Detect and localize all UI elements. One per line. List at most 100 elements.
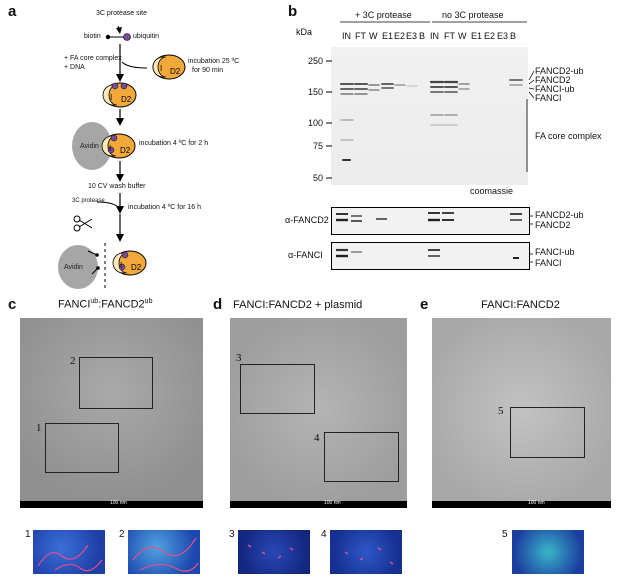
add-dna-label: + DNA bbox=[64, 64, 85, 71]
panel-letter-b: b bbox=[288, 3, 298, 20]
avidin-bead-1 bbox=[72, 122, 112, 170]
blot1-label: α-FANCD2 bbox=[285, 215, 329, 225]
inset-label-3: 3 bbox=[229, 529, 235, 540]
roi-label-2: 2 bbox=[70, 355, 76, 367]
em-image-e bbox=[432, 318, 611, 501]
lane-label: FT bbox=[444, 31, 455, 41]
lane-label: FT bbox=[355, 31, 366, 41]
label-fanci-ub: FANCI-ub bbox=[535, 84, 575, 94]
blot2-label: α-FANCI bbox=[288, 250, 323, 260]
lane-label: IN bbox=[342, 31, 351, 41]
bound-complex-icon bbox=[101, 133, 136, 159]
roi-box-d3 bbox=[240, 364, 315, 414]
marker-150: 150 bbox=[308, 87, 324, 97]
marker-50: 50 bbox=[313, 173, 324, 183]
marker-250: 250 bbox=[308, 56, 324, 66]
biotin-dot bbox=[105, 34, 111, 40]
step1-label-2: for 90 min bbox=[192, 67, 224, 74]
label-fancd2-ub: FANCD2-ub bbox=[535, 66, 584, 76]
panel-e-title: FANCI:FANCD2 bbox=[481, 299, 560, 311]
add-core-label: + FA core complex bbox=[64, 55, 122, 62]
protease-label: 3C protease bbox=[72, 198, 105, 204]
marker-75: 75 bbox=[313, 141, 324, 151]
inset-label-5: 5 bbox=[502, 529, 508, 540]
lane-label: E3 bbox=[497, 31, 509, 41]
inset-4 bbox=[330, 530, 402, 574]
roi-box-c2 bbox=[79, 357, 153, 409]
ubiquitinated-complex-icon bbox=[102, 82, 137, 108]
svg-text:D2: D2 bbox=[131, 263, 142, 272]
group-plus-3c: + 3C protease bbox=[355, 10, 412, 20]
wash-label: 10 CV wash buffer bbox=[88, 183, 146, 190]
svg-text:D2: D2 bbox=[170, 67, 181, 76]
panel-letter-d: d bbox=[213, 296, 223, 313]
step2-label: incubation 4 ºC for 2 h bbox=[139, 140, 209, 147]
panel-letter-a: a bbox=[8, 3, 17, 20]
stain-label: coomassie bbox=[470, 186, 514, 196]
lane-label: E3 bbox=[406, 31, 418, 41]
scale-label-e: 100 nm bbox=[528, 500, 545, 506]
step3-label: incubation 4 ºC for 16 h bbox=[128, 204, 201, 211]
kda-label: kDa bbox=[296, 27, 313, 37]
inset-3 bbox=[238, 530, 310, 574]
step1-label-1: incubation 25 ºC bbox=[188, 58, 240, 65]
lane-label: E1 bbox=[382, 31, 394, 41]
svg-text:I: I bbox=[109, 144, 111, 153]
blot2-fanci-ub: FANCI-ub bbox=[535, 247, 575, 257]
svg-text:D2: D2 bbox=[121, 95, 132, 104]
label-fa-core: FA core complex bbox=[535, 131, 602, 141]
roi-box-e5 bbox=[510, 407, 585, 458]
lane-label: W bbox=[458, 31, 467, 41]
roi-label-1: 1 bbox=[36, 422, 42, 434]
lane-label: E1 bbox=[471, 31, 483, 41]
group-no-3c: no 3C protease bbox=[442, 10, 504, 20]
roi-label-4: 4 bbox=[314, 432, 320, 444]
coomassie-gel bbox=[331, 47, 528, 185]
protease-site-label: 3C protease site bbox=[96, 10, 147, 17]
roi-label-3: 3 bbox=[236, 352, 242, 364]
scissors-icon bbox=[73, 215, 93, 232]
scale-label-d: 100 nm bbox=[324, 500, 341, 506]
blot2-fanci: FANCI bbox=[535, 258, 562, 268]
biotin-label: biotin bbox=[84, 33, 101, 40]
panel-letter-c: c bbox=[8, 296, 17, 313]
roi-box-d4 bbox=[324, 432, 399, 482]
avidin-bead-2 bbox=[58, 245, 98, 289]
lane-label: B bbox=[419, 31, 426, 41]
lane-label: B bbox=[510, 31, 517, 41]
lane-label: E2 bbox=[394, 31, 406, 41]
inset-1 bbox=[33, 530, 105, 574]
lane-label: IN bbox=[430, 31, 439, 41]
scale-bar-c bbox=[20, 501, 203, 508]
panel-d-title: FANCI:FANCD2 + plasmid bbox=[233, 299, 363, 311]
em-image-c bbox=[20, 318, 203, 501]
inset-label-4: 4 bbox=[321, 529, 327, 540]
blot1-fancd2-ub: FANCD2-ub bbox=[535, 210, 584, 220]
scale-label-c: 100 nm bbox=[110, 500, 127, 506]
roi-label-5: 5 bbox=[498, 405, 504, 417]
blot1-fancd2: FANCD2 bbox=[535, 220, 571, 230]
inset-label-1: 1 bbox=[25, 529, 31, 540]
panel-letter-e: e bbox=[420, 296, 429, 313]
ubiquitin-dot bbox=[123, 33, 131, 41]
released-complex-icon bbox=[112, 250, 147, 276]
inset-5 bbox=[512, 530, 584, 574]
label-fancd2: FANCD2 bbox=[535, 75, 571, 85]
lane-label: E2 bbox=[484, 31, 496, 41]
svg-text:I: I bbox=[110, 93, 112, 102]
inset-label-2: 2 bbox=[119, 529, 125, 540]
fanci-fancd2-complex-icon bbox=[152, 54, 186, 80]
panel-c-title: FANCIub:FANCD2ub bbox=[58, 298, 153, 311]
avidin-label-2: Avidin bbox=[64, 264, 83, 271]
svg-text:I: I bbox=[120, 261, 122, 270]
em-image-d bbox=[230, 318, 407, 501]
avidin-label-1: Avidin bbox=[80, 143, 99, 150]
ubiquitin-label: ubiquitin bbox=[133, 33, 160, 40]
marker-100: 100 bbox=[308, 118, 324, 128]
lane-label: W bbox=[369, 31, 378, 41]
